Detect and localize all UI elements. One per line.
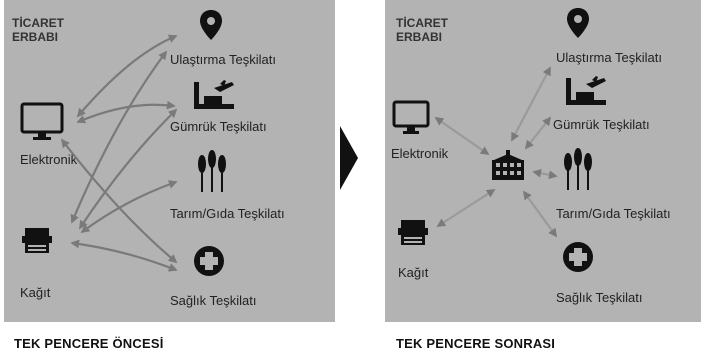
customs-label-before: Gümrük Teşkilatı bbox=[170, 119, 267, 134]
arrows-after bbox=[434, 66, 558, 238]
health-label-before: Sağlık Teşkilatı bbox=[170, 293, 257, 308]
arrow-paper-transport bbox=[70, 50, 168, 224]
panel-after bbox=[385, 0, 701, 322]
trader-line1-before: TİCARET bbox=[12, 16, 64, 30]
transition-arrow bbox=[340, 126, 358, 190]
paper-label-after: Kağıt bbox=[398, 265, 429, 280]
arrow-paper-health bbox=[70, 239, 178, 272]
monitor-icon bbox=[392, 100, 430, 134]
agri-label-before: Tarım/Gıda Teşkilatı bbox=[170, 206, 285, 221]
arrow-hub-agri bbox=[532, 168, 558, 180]
customs-airplane-icon bbox=[566, 76, 606, 105]
trader-line2-before: ERBABI bbox=[12, 30, 59, 44]
arrow-paper-hub bbox=[436, 189, 496, 227]
typewriter-icon bbox=[398, 220, 428, 245]
trader-line1-after: TİCARET bbox=[396, 16, 448, 30]
location-pin-icon bbox=[200, 10, 222, 40]
arrow-electronic-hub bbox=[434, 116, 490, 156]
trader-label-before: TİCARET ERBABI bbox=[12, 16, 64, 44]
transport-label-before: Ulaştırma Teşkilatı bbox=[170, 52, 276, 67]
location-pin-icon bbox=[567, 8, 589, 38]
arrows-before bbox=[60, 34, 178, 272]
health-cross-icon bbox=[194, 246, 224, 276]
transport-label-after: Ulaştırma Teşkilatı bbox=[556, 50, 662, 65]
arrow-hub-health bbox=[522, 190, 558, 238]
caption-after: TEK PENCERE SONRASI bbox=[396, 336, 556, 351]
agri-label-after: Tarım/Gıda Teşkilatı bbox=[556, 206, 671, 221]
customs-airplane-icon bbox=[194, 80, 234, 109]
wheat-icon bbox=[564, 148, 592, 190]
arrow-hub-customs bbox=[524, 116, 552, 150]
paper-label-before: Kağıt bbox=[20, 285, 51, 300]
trader-label-after: TİCARET ERBABI bbox=[396, 16, 448, 44]
arrow-hub-transport bbox=[511, 66, 551, 142]
government-building-icon bbox=[492, 150, 524, 180]
wheat-icon bbox=[198, 150, 226, 192]
caption-before: TEK PENCERE ÖNCESİ bbox=[14, 336, 164, 351]
monitor-icon bbox=[20, 102, 64, 140]
health-label-after: Sağlık Teşkilatı bbox=[556, 290, 643, 305]
customs-label-after: Gümrük Teşkilatı bbox=[553, 117, 650, 132]
electronic-label-after: Elektronik bbox=[391, 146, 449, 161]
arrow-paper-customs bbox=[79, 108, 178, 230]
health-cross-icon bbox=[563, 242, 593, 272]
trader-line2-after: ERBABI bbox=[396, 30, 443, 44]
typewriter-icon bbox=[22, 228, 52, 253]
arrow-paper-agri bbox=[80, 180, 178, 234]
